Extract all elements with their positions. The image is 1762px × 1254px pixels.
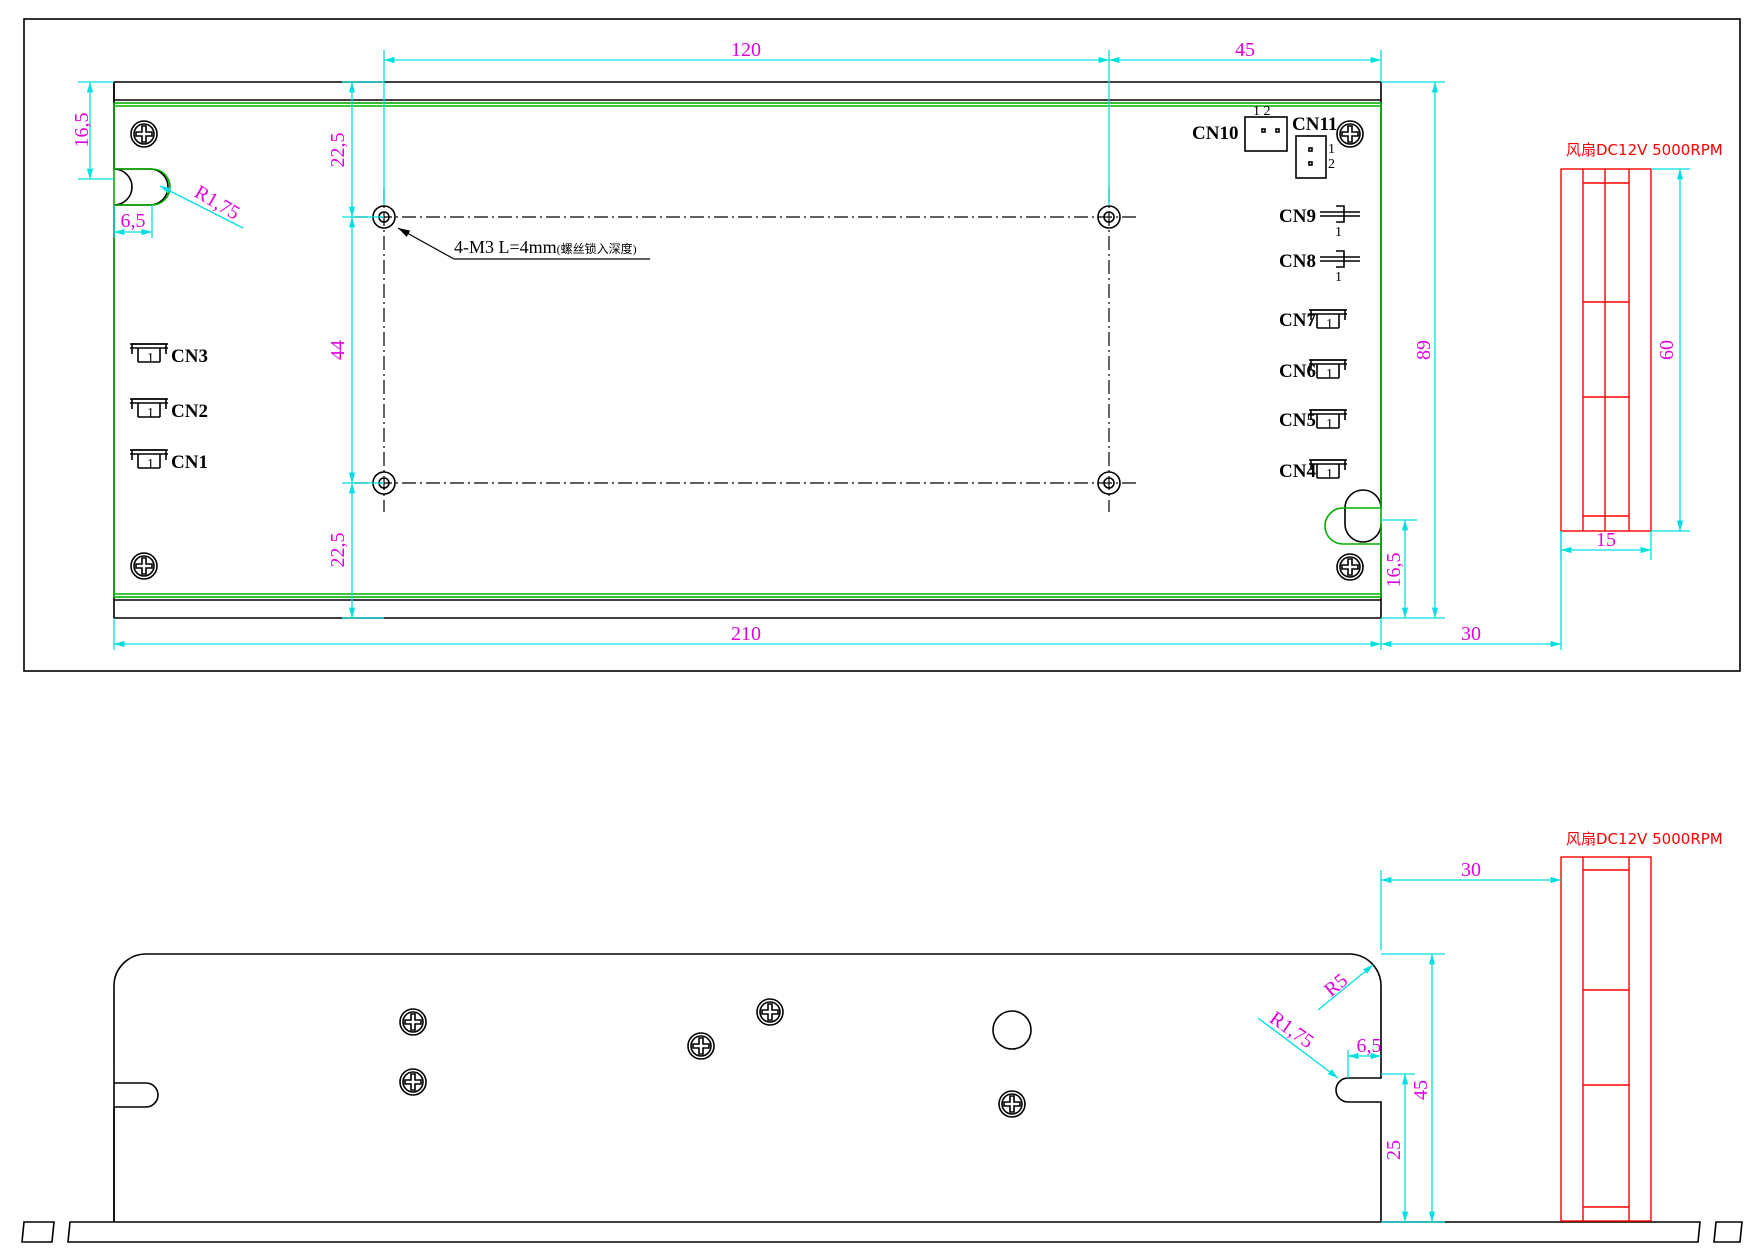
- cn9-label: CN9: [1279, 206, 1316, 227]
- cn2-pin-label: 1: [147, 406, 154, 421]
- dim-44-label: 44: [327, 340, 349, 360]
- screw-icon: [399, 1008, 427, 1036]
- top-view: 4-M3 L=4mm(螺丝锁入深度) 1 2 CN10 1 2 CN11 1 C…: [23, 18, 1741, 672]
- top-dimensions: 120 45 16,5 R1,75 6,5 22,5 44: [71, 39, 1690, 650]
- dim-45-side-label: 45: [1410, 1080, 1432, 1100]
- cn4-pin-label: 1: [1326, 467, 1333, 482]
- cn11-label: CN11: [1292, 114, 1337, 135]
- dim-22-5-bottom-label: 22,5: [327, 533, 349, 568]
- screw-icon: [130, 552, 158, 580]
- mount-note-text: 4-M3 L=4mm(螺丝锁入深度): [454, 237, 637, 257]
- cn5-pin-label: 1: [1326, 417, 1333, 432]
- cn3-label: CN3: [171, 346, 208, 367]
- screw-icon: [1336, 120, 1364, 148]
- dim-6-5-side-label: 6,5: [1357, 1035, 1382, 1057]
- chassis-side-outline: [113, 953, 1382, 1222]
- dim-r1-75-label: R1,75: [191, 181, 244, 224]
- cn11-pin-label: 1: [1328, 142, 1335, 157]
- dim-22-5-top-label: 22,5: [327, 133, 349, 168]
- dim-25-label: 25: [1383, 1140, 1405, 1160]
- cn6-pin-label: 1: [1326, 367, 1333, 382]
- screw-icon: [399, 1068, 427, 1096]
- cn7-label: CN7: [1279, 310, 1316, 331]
- connectors-right: 1 2 CN10 1 2 CN11 1 CN9 1 CN8 1 CN7 1 CN…: [1192, 104, 1361, 482]
- vent-hole-icon: [992, 1010, 1032, 1050]
- cn5-label: CN5: [1279, 410, 1316, 431]
- screw-icon: [687, 1032, 715, 1060]
- dim-30-side-label: 30: [1461, 859, 1481, 881]
- side-view: 风扇DC12V 5000RPM 30 R5 R1,75 6,5 45: [21, 830, 1743, 1243]
- fan-label: 风扇DC12V 5000RPM: [1566, 141, 1723, 159]
- chassis-outline: [113, 81, 1382, 619]
- cn8-connector-icon: [1319, 250, 1361, 268]
- connectors-left: 1 CN3 1 CN2 1 CN1: [129, 343, 208, 473]
- dim-r1-75-side-label: R1,75: [1265, 1007, 1317, 1053]
- mounting-holes: [354, 188, 1140, 512]
- cn9-pin-label: 1: [1335, 225, 1342, 240]
- screw-icon: [998, 1090, 1026, 1118]
- dim-120-label: 120: [731, 39, 761, 61]
- dim-6-5-label: 6,5: [121, 210, 146, 232]
- cn11-pin-label: 2: [1328, 157, 1335, 172]
- fan-label: 风扇DC12V 5000RPM: [1566, 830, 1723, 848]
- dim-16-5-left-label: 16,5: [71, 113, 93, 148]
- fan-side-view: 风扇DC12V 5000RPM: [1560, 830, 1723, 1222]
- screw-icon: [756, 998, 784, 1026]
- base-plate: [21, 1221, 1743, 1243]
- dim-89-label: 89: [1413, 340, 1435, 360]
- dim-r5-label: R5: [1320, 969, 1352, 1001]
- fan-top-view: 风扇DC12V 5000RPM: [1560, 141, 1723, 532]
- dim-45-label: 45: [1235, 39, 1255, 61]
- dim-210-label: 210: [731, 623, 761, 645]
- cn10-pin-label: 1 2: [1253, 104, 1271, 119]
- screw-icon: [1336, 553, 1364, 581]
- dim-16-5-right-label: 16,5: [1383, 553, 1405, 588]
- cn8-label: CN8: [1279, 251, 1316, 272]
- cn9-connector-icon: [1319, 205, 1361, 223]
- cn2-label: CN2: [171, 401, 208, 422]
- cn10-label: CN10: [1192, 123, 1238, 144]
- cn6-label: CN6: [1279, 361, 1316, 382]
- mount-note: 4-M3 L=4mm(螺丝锁入深度): [397, 227, 650, 260]
- cn7-pin-label: 1: [1326, 317, 1333, 332]
- cn1-label: CN1: [171, 452, 208, 473]
- cn4-label: CN4: [1279, 461, 1316, 482]
- dim-60-label: 60: [1656, 340, 1678, 360]
- top-view-frame: [23, 18, 1741, 672]
- cn1-pin-label: 1: [147, 457, 154, 472]
- cn3-pin-label: 1: [147, 351, 154, 366]
- dim-15-label: 15: [1596, 529, 1616, 551]
- cn8-pin-label: 1: [1335, 270, 1342, 285]
- dim-30-label: 30: [1461, 623, 1481, 645]
- side-dimensions: 30 R5 R1,75 6,5 45 25: [1257, 859, 1561, 1223]
- screw-icon: [130, 120, 158, 148]
